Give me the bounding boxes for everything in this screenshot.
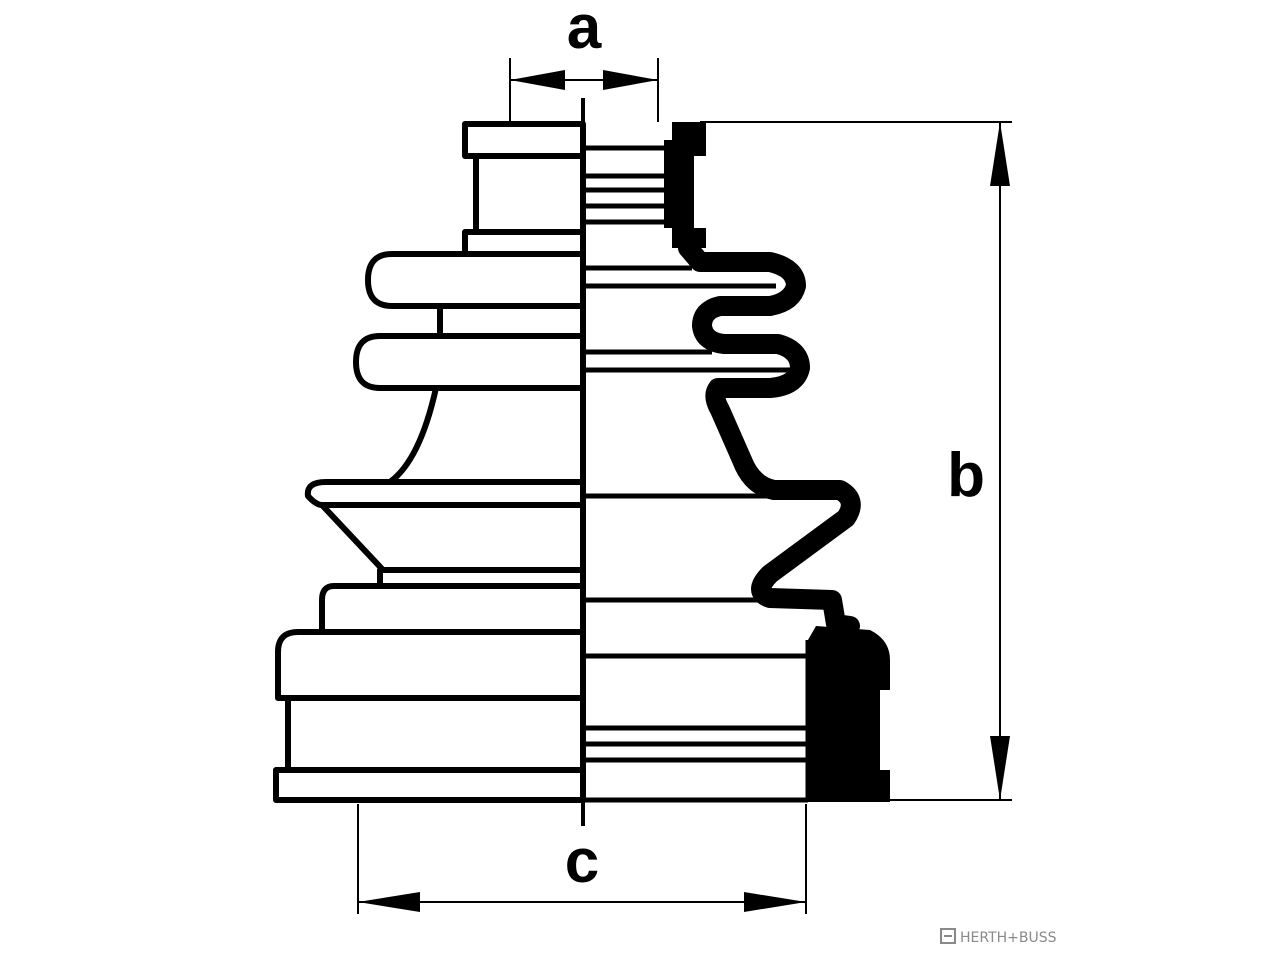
boot-wall-profile [664, 122, 890, 802]
fold-2 [353, 333, 586, 391]
dimension-c-arrow-right [744, 892, 806, 912]
large-fold-taper [319, 502, 586, 573]
dimension-c-label: c [565, 827, 599, 896]
lower-step-2 [275, 629, 586, 701]
dimension-a [509, 58, 659, 122]
dimension-a-arrow-right [603, 70, 658, 90]
top-collar [462, 121, 586, 159]
dimension-c-arrow-left [358, 892, 420, 912]
dimension-b-arrow-bottom [990, 736, 1010, 800]
bottom-clamp [808, 626, 890, 802]
top-clamp [664, 122, 706, 248]
brand-logo: HERTH+BUSS [940, 928, 1057, 946]
dimension-a-arrow-left [510, 70, 565, 90]
dimension-b [700, 121, 1012, 801]
cone-section [387, 385, 586, 485]
large-fold-rim [304, 479, 586, 508]
dimension-b-label: b [947, 441, 985, 510]
brand-logo-text: HERTH+BUSS [960, 930, 1057, 946]
lower-step-1 [319, 583, 586, 635]
neck-step [462, 229, 586, 257]
fold-1 [365, 251, 586, 309]
brand-logo-icon [940, 928, 956, 944]
bellows-wall [678, 238, 861, 636]
boot-outline-left [273, 121, 586, 803]
groove-1 [437, 303, 586, 339]
lower-band [285, 695, 586, 773]
dimension-a-label: a [567, 0, 602, 62]
top-neck [473, 153, 586, 235]
bottom-collar [273, 767, 586, 803]
dimension-b-arrow-top [990, 122, 1010, 186]
dimension-c [357, 804, 807, 914]
